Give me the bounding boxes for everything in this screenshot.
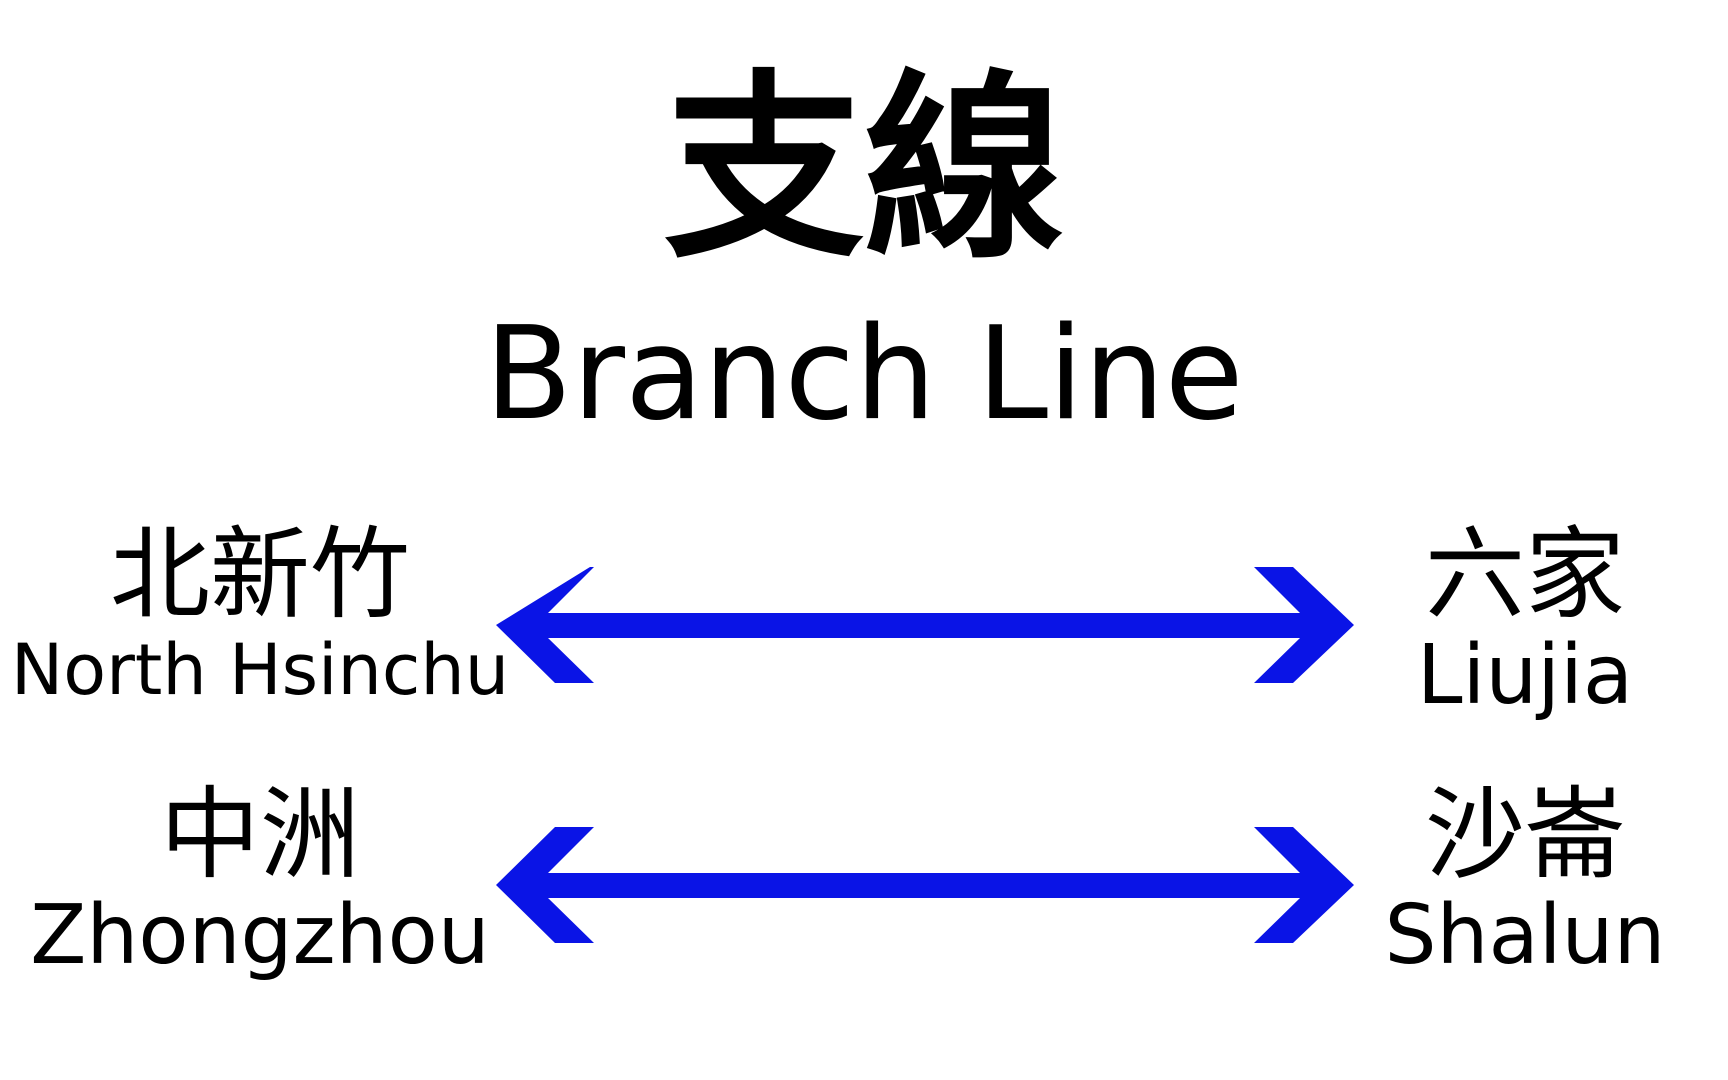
station-name-zh: 北新竹 (110, 516, 410, 633)
station-name-en: North Hsinchu (10, 629, 510, 711)
station-shalun: 沙崙 Shalun (1330, 780, 1720, 982)
double-headed-arrow-icon (496, 567, 1354, 683)
arrow-top (496, 567, 1354, 683)
station-name-zh: 中洲 (160, 776, 360, 893)
arrow-bottom (496, 827, 1354, 943)
station-name-en: Zhongzhou (30, 888, 490, 983)
station-zhongzhou: 中洲 Zhongzhou (0, 780, 520, 982)
station-name-zh: 沙崙 (1425, 776, 1625, 893)
title-english: Branch Line (484, 300, 1244, 449)
station-name-en: Shalun (1384, 888, 1666, 983)
double-headed-arrow-icon (496, 827, 1354, 943)
station-name-en: Liujia (1416, 628, 1634, 723)
station-liujia: 六家 Liujia (1330, 520, 1720, 722)
station-name-zh: 六家 (1425, 516, 1625, 633)
title-chinese: 支線 (663, 53, 1064, 286)
station-north-hsinchu: 北新竹 North Hsinchu (0, 516, 520, 711)
